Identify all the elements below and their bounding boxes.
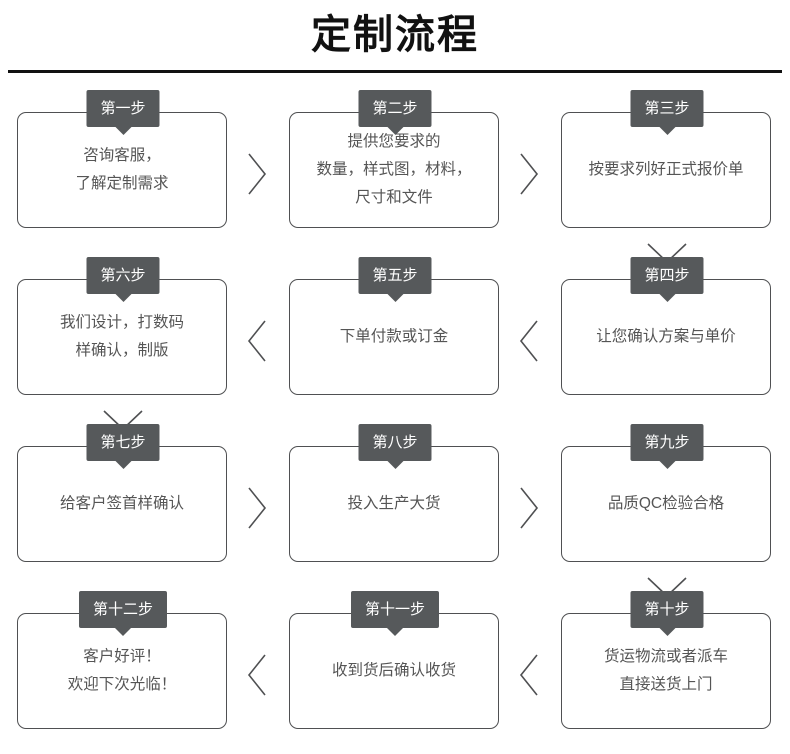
step-badge: 第十二步	[78, 591, 168, 628]
step-text: 货运物流或者派车 直接送货上门	[567, 613, 765, 729]
step-badge: 第九步	[630, 424, 704, 461]
flow-row-3: 第七步 给客户签首样确认 第八步 投入生产大货 第九步	[0, 420, 790, 598]
flow-row-1: 第一步 咨询客服， 了解定制需求 第二步 提供您要求的 数量，样式图，材料， 尺…	[0, 86, 790, 264]
step-text-line: 让您确认方案与单价	[596, 328, 736, 345]
step-badge: 第五步	[358, 257, 432, 294]
step-text-line: 投入生产大货	[347, 495, 441, 512]
step-text-line: 客户好评！	[83, 648, 161, 665]
step-badge: 第四步	[630, 257, 704, 294]
step-text: 提供您要求的 数量，样式图，材料， 尺寸和文件	[295, 112, 493, 228]
step-text: 品质QC检验合格	[567, 446, 765, 562]
step-cell[interactable]: 第九步 品质QC检验合格	[561, 424, 773, 564]
chevron-right-icon	[240, 148, 274, 200]
step-cell[interactable]: 第六步 我们设计，打数码 样确认，制版	[17, 257, 229, 397]
page-title: 定制流程	[311, 13, 479, 57]
step-text: 投入生产大货	[295, 446, 493, 562]
step-text: 收到货后确认收货	[295, 613, 493, 729]
step-badge: 第七步	[86, 424, 160, 461]
title-block: 定制流程	[0, 0, 790, 78]
step-text-line: 了解定制需求	[75, 175, 169, 192]
step-text: 我们设计，打数码 样确认，制版	[23, 279, 221, 395]
step-text-line: 提供您要求的	[347, 133, 441, 150]
step-text-line: 货运物流或者派车	[603, 648, 728, 665]
step-badge: 第一步	[86, 90, 160, 127]
step-text-line: 直接送货上门	[619, 676, 713, 693]
chevron-left-icon	[240, 649, 274, 701]
step-cell[interactable]: 第三步 按要求列好正式报价单	[561, 90, 773, 230]
step-badge: 第八步	[358, 424, 432, 461]
step-text-line: 品质QC检验合格	[607, 495, 725, 512]
step-text: 让您确认方案与单价	[567, 279, 765, 395]
step-cell[interactable]: 第八步 投入生产大货	[289, 424, 501, 564]
step-cell[interactable]: 第二步 提供您要求的 数量，样式图，材料， 尺寸和文件	[289, 90, 501, 230]
step-cell[interactable]: 第一步 咨询客服， 了解定制需求	[17, 90, 229, 230]
step-badge: 第十一步	[350, 591, 440, 628]
step-cell[interactable]: 第七步 给客户签首样确认	[17, 424, 229, 564]
chevron-left-icon	[240, 315, 274, 367]
step-cell[interactable]: 第四步 让您确认方案与单价	[561, 257, 773, 397]
flow-grid: 第一步 咨询客服， 了解定制需求 第二步 提供您要求的 数量，样式图，材料， 尺…	[0, 86, 790, 754]
step-text: 咨询客服， 了解定制需求	[23, 112, 221, 228]
chevron-left-icon	[512, 649, 546, 701]
flow-row-2: 第六步 我们设计，打数码 样确认，制版 第五步 下单付款或订金	[0, 253, 790, 431]
step-cell[interactable]: 第十步 货运物流或者派车 直接送货上门	[561, 591, 773, 731]
flow-row-4: 第十二步 客户好评！ 欢迎下次光临！ 第十一步 收到货后确认收货	[0, 587, 790, 754]
step-text: 客户好评！ 欢迎下次光临！	[23, 613, 221, 729]
step-text: 下单付款或订金	[295, 279, 493, 395]
chevron-left-icon	[512, 315, 546, 367]
step-cell[interactable]: 第十一步 收到货后确认收货	[289, 591, 501, 731]
step-cell[interactable]: 第五步 下单付款或订金	[289, 257, 501, 397]
step-text-line: 按要求列好正式报价单	[588, 161, 744, 178]
chevron-right-icon	[512, 148, 546, 200]
step-badge: 第六步	[86, 257, 160, 294]
step-text-line: 咨询客服，	[83, 147, 161, 164]
step-badge: 第二步	[358, 90, 432, 127]
step-text-line: 给客户签首样确认	[59, 495, 184, 512]
title-divider	[8, 70, 782, 73]
step-text-line: 尺寸和文件	[355, 189, 433, 206]
step-text-line: 样确认，制版	[75, 342, 169, 359]
chevron-right-icon	[512, 482, 546, 534]
step-cell[interactable]: 第十二步 客户好评！ 欢迎下次光临！	[17, 591, 229, 731]
step-badge: 第三步	[630, 90, 704, 127]
step-text-line: 数量，样式图，材料，	[316, 161, 472, 178]
chevron-right-icon	[240, 482, 274, 534]
step-badge: 第十步	[630, 591, 704, 628]
step-box	[561, 446, 771, 562]
step-text-line: 我们设计，打数码	[59, 314, 184, 331]
step-text-line: 下单付款或订金	[339, 328, 449, 345]
step-text: 给客户签首样确认	[23, 446, 221, 562]
step-text-line: 收到货后确认收货	[331, 662, 456, 679]
step-text-line: 欢迎下次光临！	[67, 676, 177, 693]
step-text: 按要求列好正式报价单	[567, 112, 765, 228]
